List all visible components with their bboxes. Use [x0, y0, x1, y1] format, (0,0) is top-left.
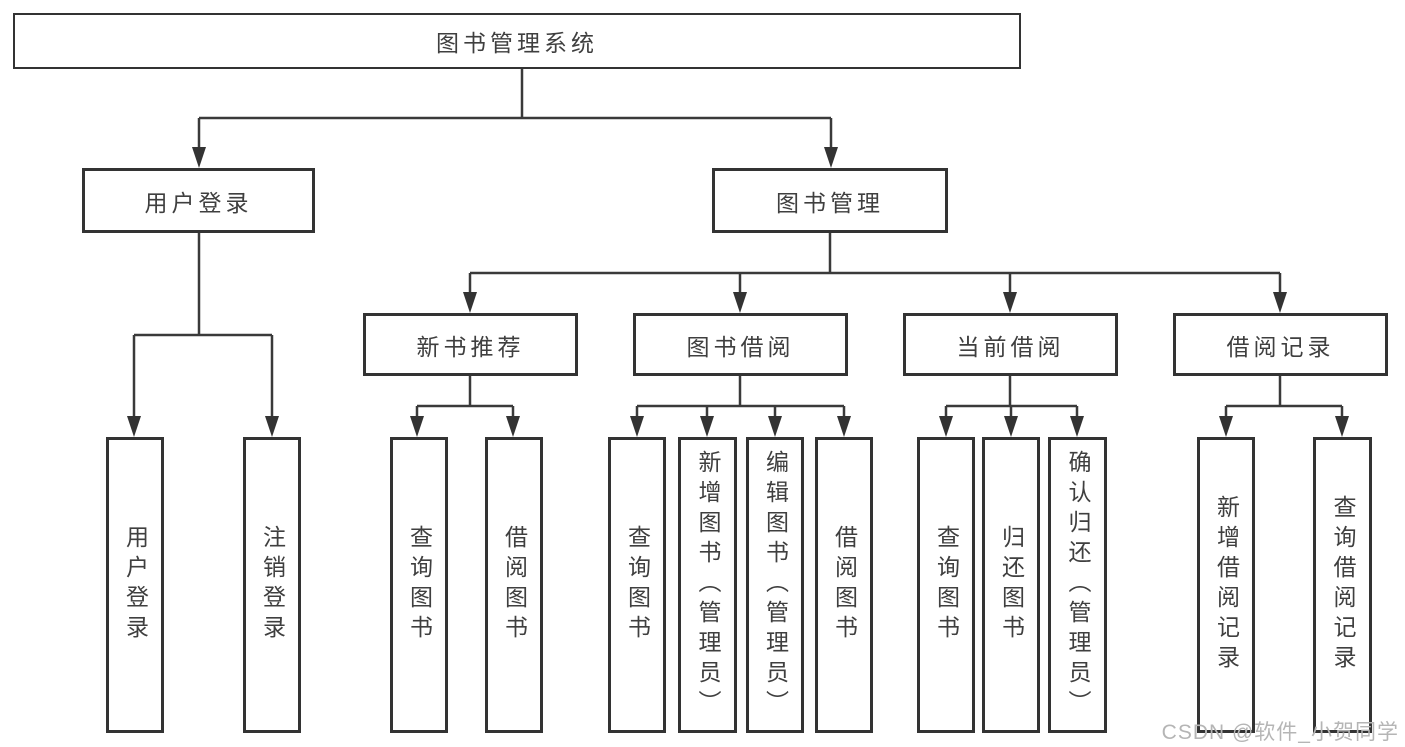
- node-borrow-records: 借阅记录: [1173, 313, 1388, 376]
- arrow-down-icon: [1070, 416, 1084, 437]
- leaf-query-books-borrow-label: 查询图书: [624, 525, 651, 645]
- arrow-down-icon: [837, 416, 851, 437]
- arrow-down-icon: [1273, 292, 1287, 313]
- node-root-label: 图书管理系统: [436, 30, 598, 56]
- node-book-management-label: 图书管理: [776, 189, 884, 216]
- leaf-add-book-admin-label: 新增图书（管理员）: [695, 450, 721, 720]
- leaf-borrow-books-borrow-label: 借阅图书: [831, 525, 858, 645]
- leaf-logout-label: 注销登录: [259, 525, 286, 645]
- arrow-down-icon: [127, 416, 141, 437]
- leaf-add-borrow-record: 新增借阅记录: [1197, 437, 1255, 733]
- leaf-query-borrow-record-label: 查询借阅记录: [1330, 495, 1356, 675]
- arrow-down-icon: [1335, 416, 1349, 437]
- arrow-down-icon: [630, 416, 644, 437]
- arrow-down-icon: [939, 416, 953, 437]
- leaf-confirm-return-admin: 确认归还（管理员）: [1048, 437, 1107, 733]
- arrow-down-icon: [265, 416, 279, 437]
- arrow-down-icon: [768, 416, 782, 437]
- leaf-edit-book-admin: 编辑图书（管理员）: [746, 437, 804, 733]
- node-user-login-label: 用户登录: [144, 189, 253, 216]
- node-new-book-recommend: 新书推荐: [363, 313, 578, 376]
- node-book-borrow-label: 图书借阅: [686, 333, 795, 360]
- leaf-query-books-borrow: 查询图书: [608, 437, 666, 733]
- leaf-logout: 注销登录: [243, 437, 301, 733]
- arrow-down-icon: [1219, 416, 1233, 437]
- leaf-query-books-current-label: 查询图书: [933, 525, 960, 645]
- leaf-query-books-current: 查询图书: [917, 437, 975, 733]
- node-root: 图书管理系统: [13, 13, 1021, 69]
- tree-edges: [132, 68, 1344, 420]
- node-borrow-records-label: 借阅记录: [1226, 333, 1335, 360]
- leaf-confirm-return-admin-label: 确认归还（管理员）: [1065, 450, 1091, 720]
- node-current-borrow: 当前借阅: [903, 313, 1118, 376]
- leaf-user-login: 用户登录: [106, 437, 164, 733]
- node-current-borrow-label: 当前借阅: [956, 333, 1065, 360]
- arrow-down-icons: [127, 147, 1349, 437]
- node-user-login: 用户登录: [82, 168, 315, 233]
- arrow-down-icon: [410, 416, 424, 437]
- leaf-add-borrow-record-label: 新增借阅记录: [1213, 495, 1240, 675]
- leaf-edit-book-admin-label: 编辑图书（管理员）: [762, 450, 789, 720]
- leaf-query-books-recommend-label: 查询图书: [406, 525, 433, 645]
- arrow-down-icon: [1004, 416, 1018, 437]
- arrow-down-icon: [1003, 292, 1017, 313]
- arrow-down-icon: [506, 416, 520, 437]
- leaf-query-books-recommend: 查询图书: [390, 437, 448, 733]
- leaf-borrow-books-recommend: 借阅图书: [485, 437, 543, 733]
- node-book-borrow: 图书借阅: [633, 313, 848, 376]
- node-new-book-recommend-label: 新书推荐: [416, 333, 525, 360]
- leaf-user-login-label: 用户登录: [122, 525, 149, 645]
- leaf-query-borrow-record: 查询借阅记录: [1313, 437, 1372, 733]
- leaf-return-book-label: 归还图书: [998, 525, 1025, 645]
- arrow-down-icon: [733, 292, 747, 313]
- node-book-management: 图书管理: [712, 168, 948, 233]
- csdn-watermark: CSDN @软件_小贺同学: [1161, 721, 1399, 744]
- leaf-borrow-books-recommend-label: 借阅图书: [501, 525, 528, 645]
- leaf-borrow-books-borrow: 借阅图书: [815, 437, 873, 733]
- leaf-return-book: 归还图书: [982, 437, 1040, 733]
- leaf-add-book-admin: 新增图书（管理员）: [678, 437, 737, 733]
- arrow-down-icon: [192, 147, 206, 168]
- arrow-down-icon: [824, 147, 838, 168]
- arrow-down-icon: [700, 416, 714, 437]
- arrow-down-icon: [463, 292, 477, 313]
